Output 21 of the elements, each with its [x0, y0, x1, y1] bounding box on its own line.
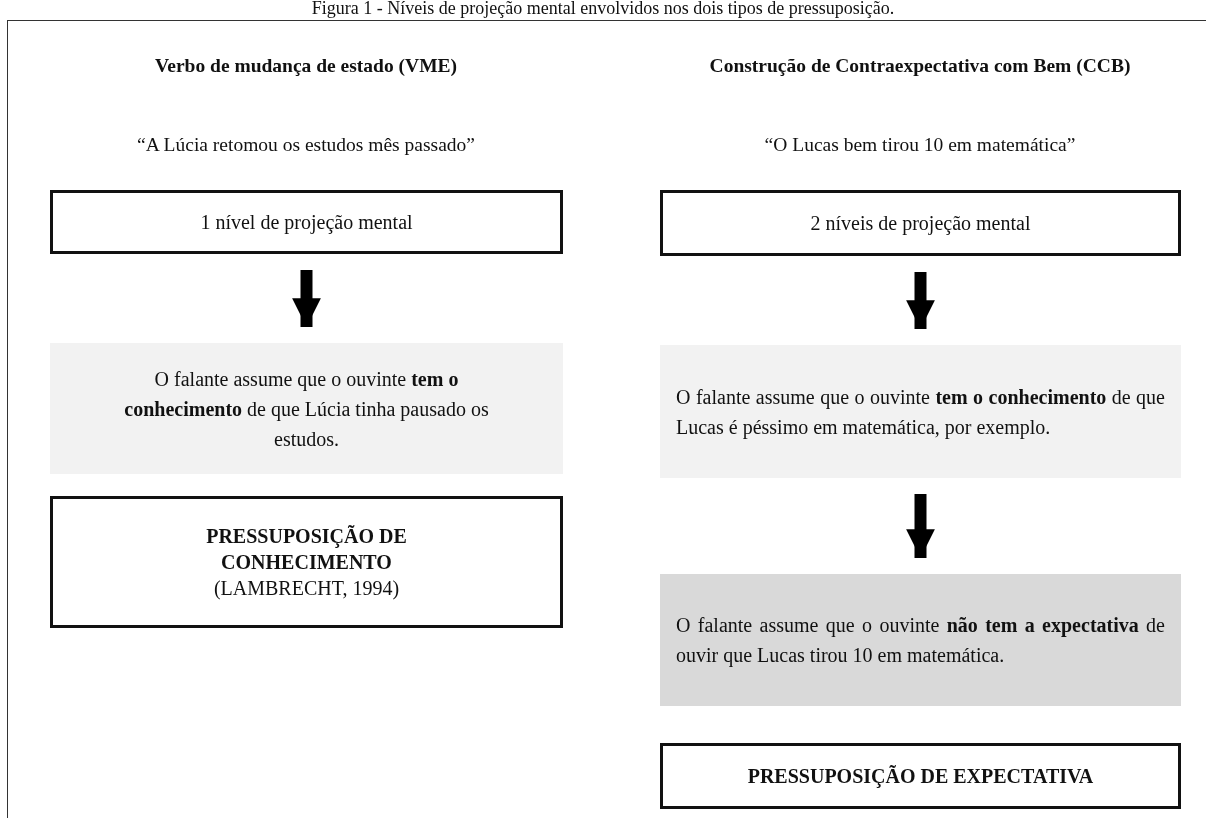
- outlined-box: [50, 190, 563, 254]
- column-heading: Construção de Contraexpectativa com Bem (CCB): [709, 55, 1131, 77]
- outlined-box: [50, 496, 563, 628]
- box-text: O falante assume que o ouvinte tem o conhecimento de que Lucas é péssimo em matemática, por exemplo.: [676, 384, 1165, 441]
- box-text: O falante assume que o ouvinte não tem a expectativa de ouvir que Lucas tirou 10 em matemática.: [676, 613, 1165, 669]
- box-text: 2 níveis de projeção mental: [809, 211, 1032, 237]
- box-text: PRESSUPOSIÇÃO DE EXPECTATIVA: [746, 764, 1095, 789]
- arrow: [292, 270, 321, 327]
- example-sentence: “O Lucas bem tirou 10 em matemática”: [764, 134, 1076, 156]
- box-text: 1 nível de projeção mental: [199, 210, 414, 236]
- box-text: PRESSUPOSIÇÃO DE CONHECIMENTO: [205, 524, 408, 575]
- arrow: [906, 272, 935, 329]
- example-sentence: “A Lúcia retomou os estudos mês passado”: [137, 134, 475, 156]
- outlined-box: [660, 743, 1181, 809]
- arrow: [906, 494, 935, 558]
- outlined-box: [660, 190, 1181, 256]
- figure-title: Figura 1 - Níveis de projeção mental envolvidos nos dois tipos de pressuposição.: [310, 0, 896, 18]
- column-heading: Verbo de mudança de estado (VME): [154, 55, 458, 77]
- shaded-box: [660, 574, 1181, 706]
- box-text: (LAMBRECHT, 1994): [212, 576, 401, 601]
- box-text: O falante assume que o ouvinte tem o conhecimento de que Lúcia tinha pausado os estudos.: [123, 366, 490, 452]
